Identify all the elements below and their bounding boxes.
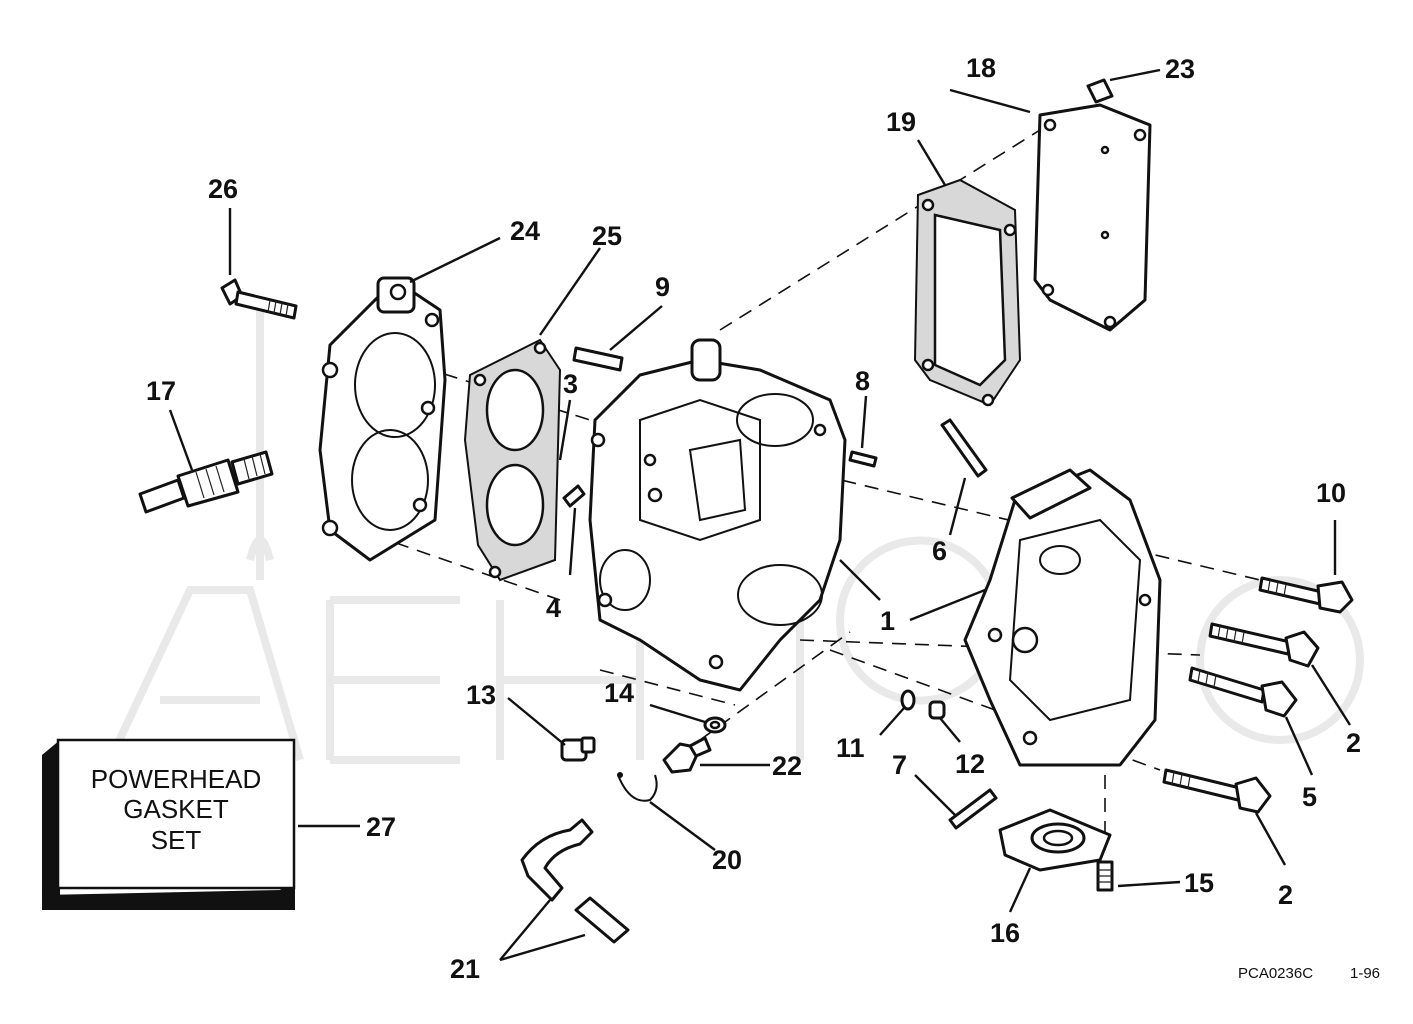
callout-21: 21 (450, 954, 480, 984)
gasket-set-line-3: SET (151, 825, 202, 855)
plug-12 (928, 700, 946, 720)
gasket-set-line-2: GASKET (123, 794, 229, 824)
callout-22: 22 (772, 751, 802, 781)
screw-23 (1086, 78, 1114, 104)
callout-17: 17 (146, 376, 176, 406)
bolt-26 (220, 278, 298, 320)
pin-8 (848, 450, 878, 468)
crankcase-1 (963, 468, 1162, 767)
callout-12: 12 (955, 749, 985, 779)
clip-20 (617, 772, 658, 802)
pin-7 (948, 788, 998, 830)
washer-14 (703, 716, 727, 734)
leader-lines (168, 68, 1352, 962)
pin-6 (940, 418, 988, 478)
seal-housing-16 (998, 808, 1112, 872)
callout-4: 4 (546, 593, 561, 623)
callout-8: 8 (855, 366, 870, 396)
callout-16: 16 (990, 918, 1020, 948)
screw-15 (1096, 860, 1114, 892)
callout-27: 27 (366, 812, 396, 842)
callout-9: 9 (655, 272, 670, 302)
bolt-5 (1188, 666, 1298, 718)
callout-11: 11 (836, 733, 865, 763)
gasket-set-label: POWERHEAD GASKET SET (91, 764, 261, 855)
callouts: 26 24 25 9 17 3 4 8 18 19 23 6 1 10 2 5 … (146, 53, 1361, 984)
hoses-21 (520, 818, 630, 944)
drawing-code: PCA0236C (1238, 965, 1313, 982)
callout-25: 25 (592, 221, 622, 251)
callout-5: 5 (1302, 782, 1317, 812)
cover-gasket-19 (913, 178, 1022, 407)
callout-18: 18 (966, 53, 996, 83)
callout-2-upper: 2 (1346, 728, 1361, 758)
callout-19: 19 (886, 107, 916, 137)
plug-13 (560, 736, 596, 762)
screw-4 (562, 484, 586, 508)
o-ring-11 (900, 689, 916, 711)
dowel-pin-9 (572, 346, 624, 372)
spark-plug-17 (138, 450, 274, 514)
callout-14: 14 (604, 678, 634, 708)
callout-26: 26 (208, 174, 238, 204)
callout-10: 10 (1316, 478, 1346, 508)
callout-15: 15 (1184, 868, 1214, 898)
callout-6: 6 (932, 536, 947, 566)
bolt-10 (1258, 576, 1354, 614)
callout-23: 23 (1165, 54, 1195, 84)
callout-13: 13 (466, 680, 496, 710)
callout-24: 24 (510, 216, 540, 246)
cylinder-block-1 (588, 338, 847, 692)
cover-plate-18 (1033, 103, 1152, 332)
date-code: 1-96 (1350, 965, 1380, 982)
fitting-22 (662, 736, 712, 774)
callout-3: 3 (563, 369, 578, 399)
callout-20: 20 (712, 845, 742, 875)
bolt-2-lower (1162, 768, 1272, 814)
bolt-2-upper (1208, 622, 1320, 668)
gasket-set-line-1: POWERHEAD (91, 764, 261, 794)
exhaust-cover-24 (318, 276, 447, 562)
callout-7: 7 (892, 750, 907, 780)
callout-2-lower: 2 (1278, 880, 1293, 910)
callout-1: 1 (880, 606, 895, 636)
gasket-set-box-27 (42, 738, 296, 910)
drawing-footer: PCA0236C 1-96 (1238, 965, 1380, 982)
exhaust-gasket-25 (463, 338, 562, 582)
